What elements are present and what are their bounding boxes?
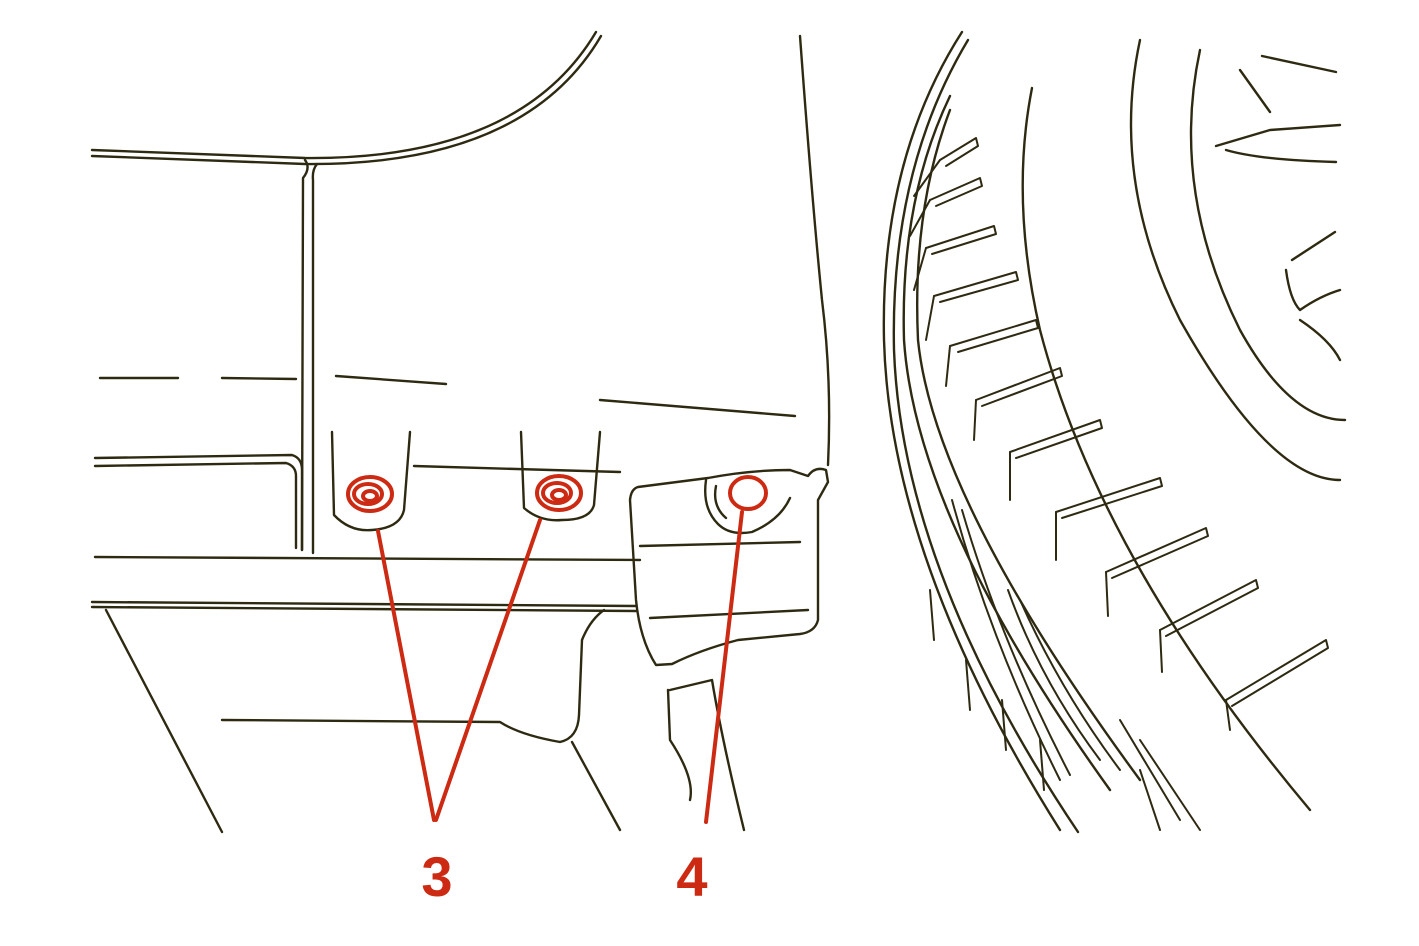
bracket-fastener-4: [628, 467, 830, 832]
mounting-tab-left: [330, 430, 412, 532]
callout-label-3: 3: [421, 845, 452, 908]
fastener-4: [728, 475, 768, 511]
tire-linework: [882, 30, 1347, 834]
callout-label-4: 4: [676, 845, 707, 908]
leader-lines: [376, 510, 744, 824]
mounting-tab-middle: [519, 430, 602, 522]
fastener-3-left: [346, 475, 394, 513]
fastener-3-middle: [535, 474, 583, 512]
bumper-body-linework: [90, 30, 831, 834]
